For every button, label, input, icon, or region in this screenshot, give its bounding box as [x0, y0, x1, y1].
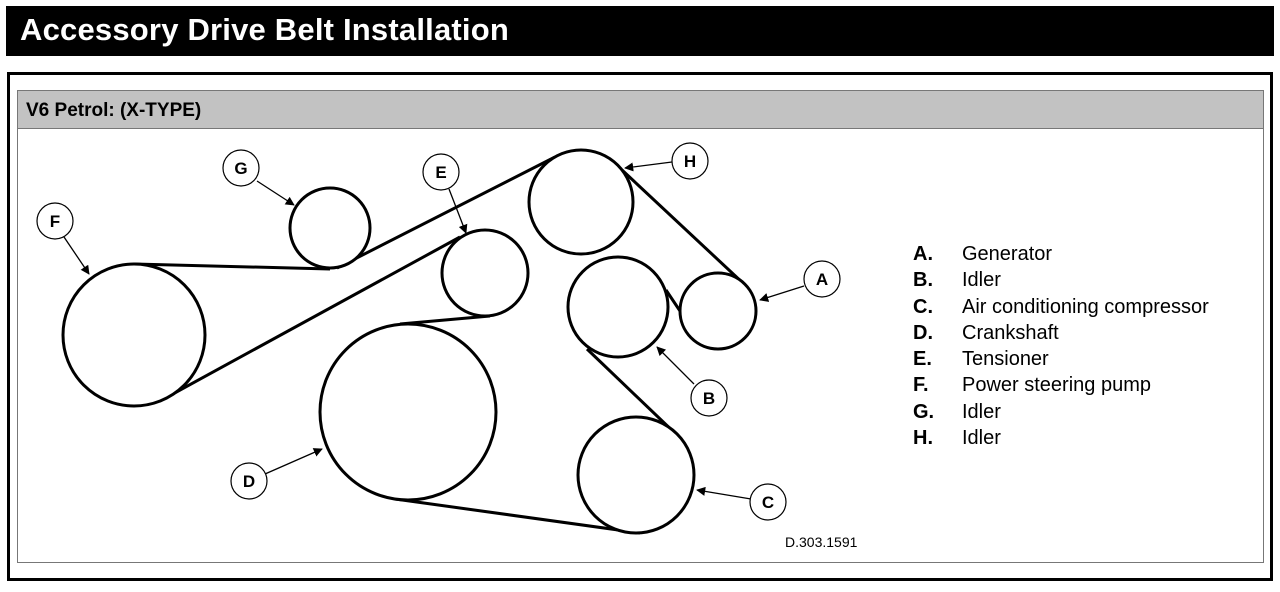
- legend-key: G.: [913, 400, 935, 423]
- callout-bubble-g: [222, 149, 260, 187]
- legend-label: Idler: [962, 400, 1001, 423]
- page-title: Accessory Drive Belt Installation: [20, 12, 510, 47]
- callout-bubble-a: [803, 260, 841, 298]
- legend-key: A.: [913, 243, 933, 265]
- legend-label: Crankshaft: [962, 321, 1059, 344]
- legend-label: Power steering pump: [962, 374, 1151, 397]
- legend-item: F. Power steering pump: [913, 372, 1209, 398]
- callout-bubble-b: [690, 379, 728, 417]
- leader-f: [63, 236, 90, 275]
- pulley-e-tensioner: [440, 228, 530, 318]
- belt-segment-d-e: [399, 314, 491, 326]
- page-header: Accessory Drive Belt Installation: [6, 6, 1274, 56]
- callout-label-f: F: [50, 212, 60, 231]
- legend-key: C.: [913, 295, 933, 318]
- legend-item: G. Idler: [913, 399, 1209, 425]
- callout-label-c: C: [762, 493, 774, 512]
- pulley-h-idler: [527, 148, 635, 256]
- leader-e: [448, 188, 468, 234]
- legend-label: Air conditioning compressor: [962, 295, 1209, 318]
- legend-label: Idler: [962, 427, 1001, 450]
- callout-bubble-f: [36, 202, 74, 240]
- leader-c: [696, 486, 752, 500]
- callout-label-h: H: [684, 152, 696, 171]
- legend-item: C. Air conditioning compressor: [913, 294, 1209, 320]
- callout-label-e: E: [435, 163, 446, 182]
- leader-b: [656, 346, 695, 385]
- legend-label: Tensioner: [962, 348, 1049, 371]
- belt-segment-c-d: [394, 497, 641, 535]
- pulley-c-ac-compressor: [576, 415, 696, 535]
- legend-label: Idler: [962, 269, 1001, 292]
- legend-label: Generator: [962, 243, 1053, 265]
- callout-label-g: G: [234, 159, 247, 178]
- leader-g: [256, 180, 295, 206]
- legend-key: E.: [913, 348, 932, 371]
- legend-item: H. Idler: [913, 425, 1209, 451]
- callout-bubble-d: [230, 462, 268, 500]
- callout-label-a: A: [816, 270, 828, 289]
- legend-item: D. Crankshaft: [913, 320, 1209, 346]
- pulley-g-idler: [288, 186, 372, 270]
- legend-item: B. Idler: [913, 267, 1209, 293]
- pulley-b-idler: [566, 255, 670, 359]
- callout-bubble-e: [422, 153, 460, 191]
- pulley-a-generator: [678, 271, 758, 351]
- leader-d: [264, 448, 323, 475]
- section-header: V6 Petrol: (X-TYPE): [18, 91, 1263, 129]
- leader-h: [624, 161, 673, 172]
- section-title: V6 Petrol: (X-TYPE): [26, 100, 202, 121]
- belt-segment-e-f: [159, 235, 461, 403]
- legend-key: H.: [913, 427, 933, 450]
- figure-reference-id: D.303.1591: [785, 534, 858, 550]
- callout-label-d: D: [243, 472, 255, 491]
- leader-a: [759, 285, 805, 302]
- legend-key: D.: [913, 321, 933, 344]
- belt-segment-a-b: [664, 289, 682, 312]
- belt-segment-h-a: [620, 168, 747, 287]
- pulley-d-crankshaft: [318, 322, 498, 502]
- callout-bubble-c: [749, 483, 787, 521]
- callout-bubble-h: [671, 142, 709, 180]
- pulley-f-power-steering-pump: [61, 262, 207, 408]
- belt-segment-f-g: [133, 262, 331, 271]
- callout-label-b: B: [703, 389, 715, 408]
- legend-item: A. Generator: [913, 241, 1209, 267]
- belt-segment-g-h: [336, 155, 556, 270]
- legend-key: B.: [913, 269, 933, 292]
- component-legend: A. Generator B. Idler C. Air conditioning c…: [913, 241, 1209, 451]
- legend-key: F.: [913, 374, 929, 397]
- legend-item: E. Tensioner: [913, 346, 1209, 372]
